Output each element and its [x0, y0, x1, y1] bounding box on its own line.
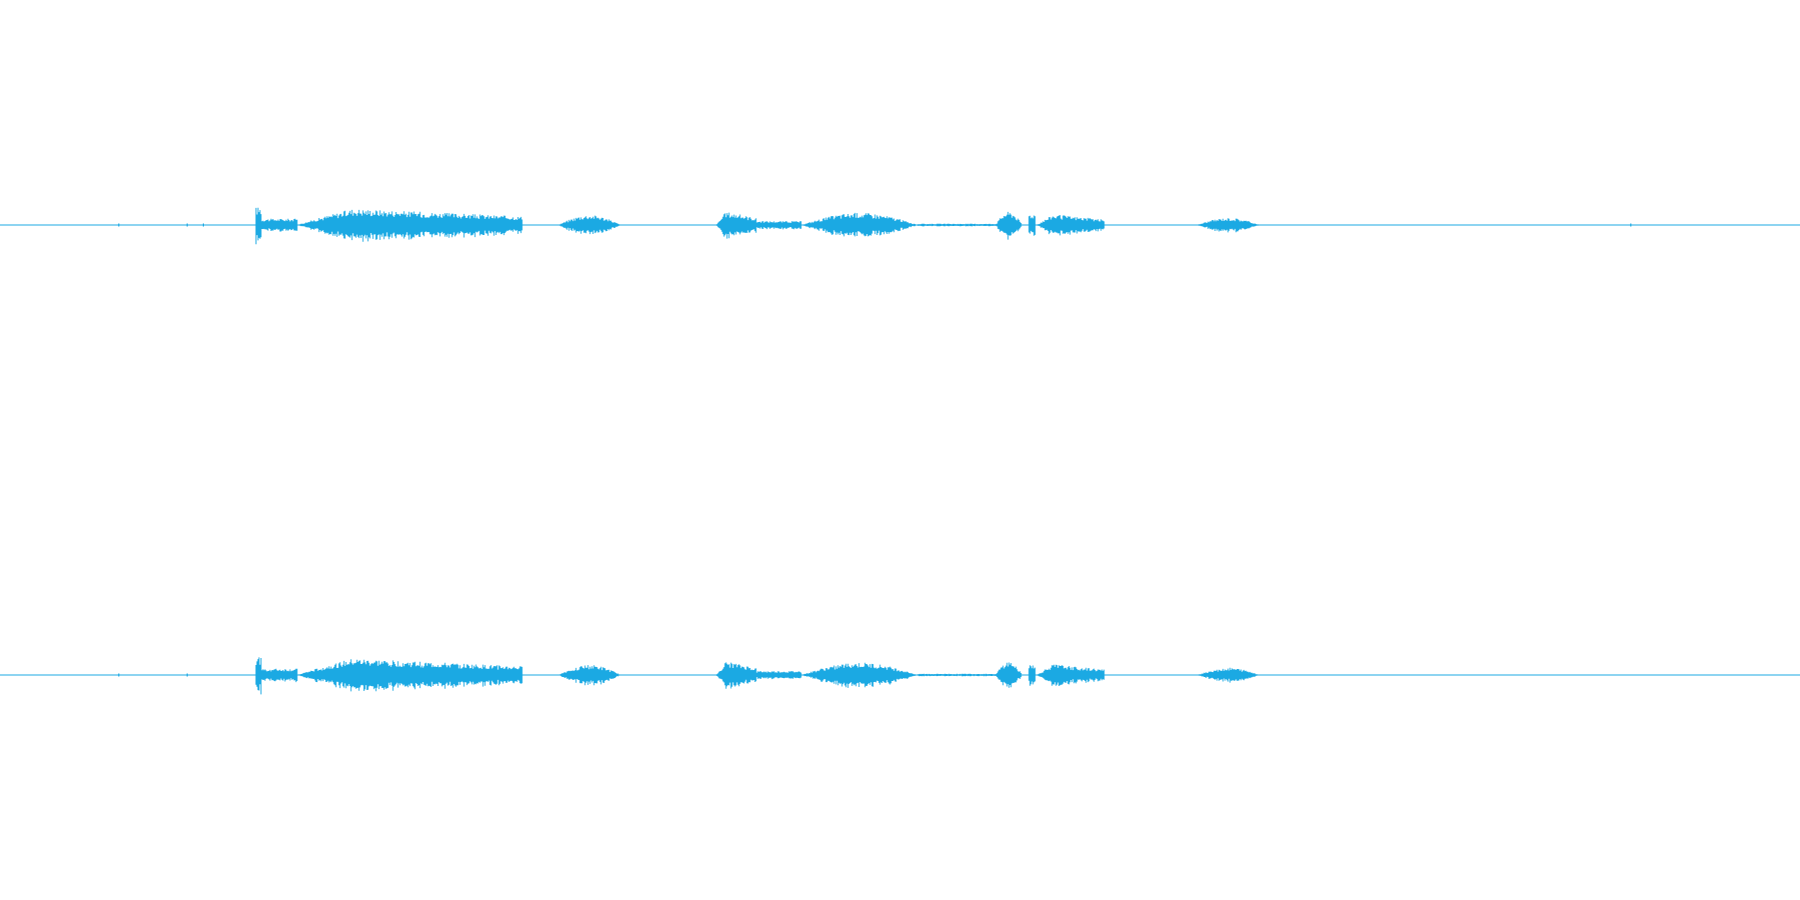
waveform-segment	[558, 665, 621, 686]
waveform-channels	[0, 207, 1800, 695]
waveform-segment	[255, 657, 262, 695]
waveform-segment	[259, 668, 298, 683]
waveform-segment	[917, 223, 997, 227]
waveform-segment	[259, 218, 298, 232]
channel-right	[0, 657, 1800, 695]
waveform-segment	[1028, 215, 1036, 236]
waveform-segment	[558, 215, 621, 235]
waveform-segment	[755, 221, 802, 230]
waveform-segment	[1197, 218, 1260, 233]
waveform-segment	[1197, 667, 1260, 683]
waveform-segment	[716, 662, 757, 689]
waveform-segment	[995, 211, 1023, 240]
waveform-segment	[801, 662, 918, 688]
waveform-segment	[255, 207, 262, 245]
waveform-segment	[1028, 665, 1036, 686]
waveform-segment	[917, 673, 997, 677]
waveform-segment	[1036, 664, 1105, 686]
waveform-segment	[995, 662, 1023, 688]
waveform-segment	[755, 671, 802, 680]
waveform-segment	[716, 212, 757, 239]
channel-left	[0, 207, 1800, 245]
waveform-segment	[297, 659, 523, 692]
waveform-segment	[801, 212, 918, 237]
waveform-segment	[1036, 215, 1105, 236]
waveform-segment	[297, 209, 523, 242]
